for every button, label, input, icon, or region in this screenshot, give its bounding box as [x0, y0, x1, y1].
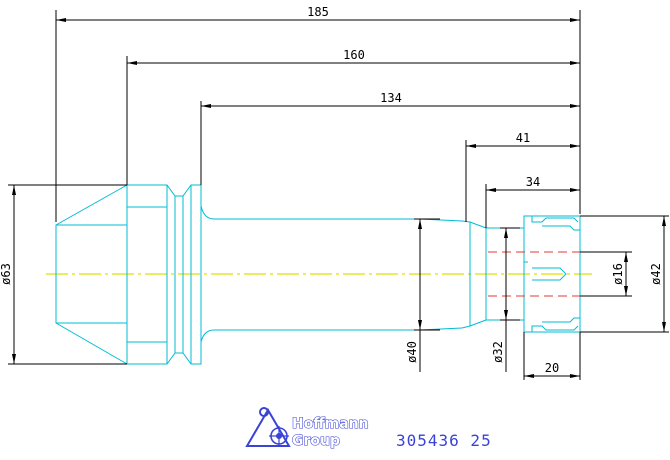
dim-text-d32: ø32 — [491, 341, 505, 363]
dim-text-41: 41 — [516, 131, 530, 145]
dim-nose-diameter: ø32 — [491, 227, 520, 372]
dim-neck-diameter: ø40 — [405, 218, 440, 372]
logo-line1: Hoffmann — [292, 416, 369, 432]
dim-text-134: 134 — [380, 91, 402, 105]
logo-line2: Group — [292, 433, 340, 449]
dim-nose-length: 41 — [465, 131, 580, 222]
dim-text-d63: ø63 — [0, 263, 13, 285]
dim-nut-length: 20 — [523, 332, 581, 380]
tool-holder-outline — [55, 184, 581, 365]
dim-shank-length: 160 — [126, 48, 580, 185]
dim-bore-diameter: ø16 — [580, 251, 632, 297]
dim-neck-length: 134 — [200, 91, 580, 185]
dim-text-185: 185 — [307, 5, 329, 19]
dim-text-160: 160 — [343, 48, 365, 62]
logo-mark-icon — [245, 407, 291, 447]
dim-text-d16: ø16 — [611, 263, 625, 285]
dim-text-34: 34 — [526, 175, 540, 189]
dim-nut-diameter: ø42 — [580, 215, 669, 333]
dim-flange-diameter: ø63 — [0, 184, 127, 365]
dim-text-20: 20 — [545, 361, 559, 375]
dim-collet-length: 34 — [485, 175, 580, 228]
part-number: 305436 25 — [396, 431, 492, 450]
hoffmann-logo: Hoffmann Group — [245, 407, 369, 450]
dim-text-d42: ø42 — [649, 263, 663, 285]
dim-text-d40: ø40 — [405, 341, 419, 363]
dim-overall-length: 185 — [55, 5, 581, 222]
bore-hidden-lines — [488, 251, 580, 297]
